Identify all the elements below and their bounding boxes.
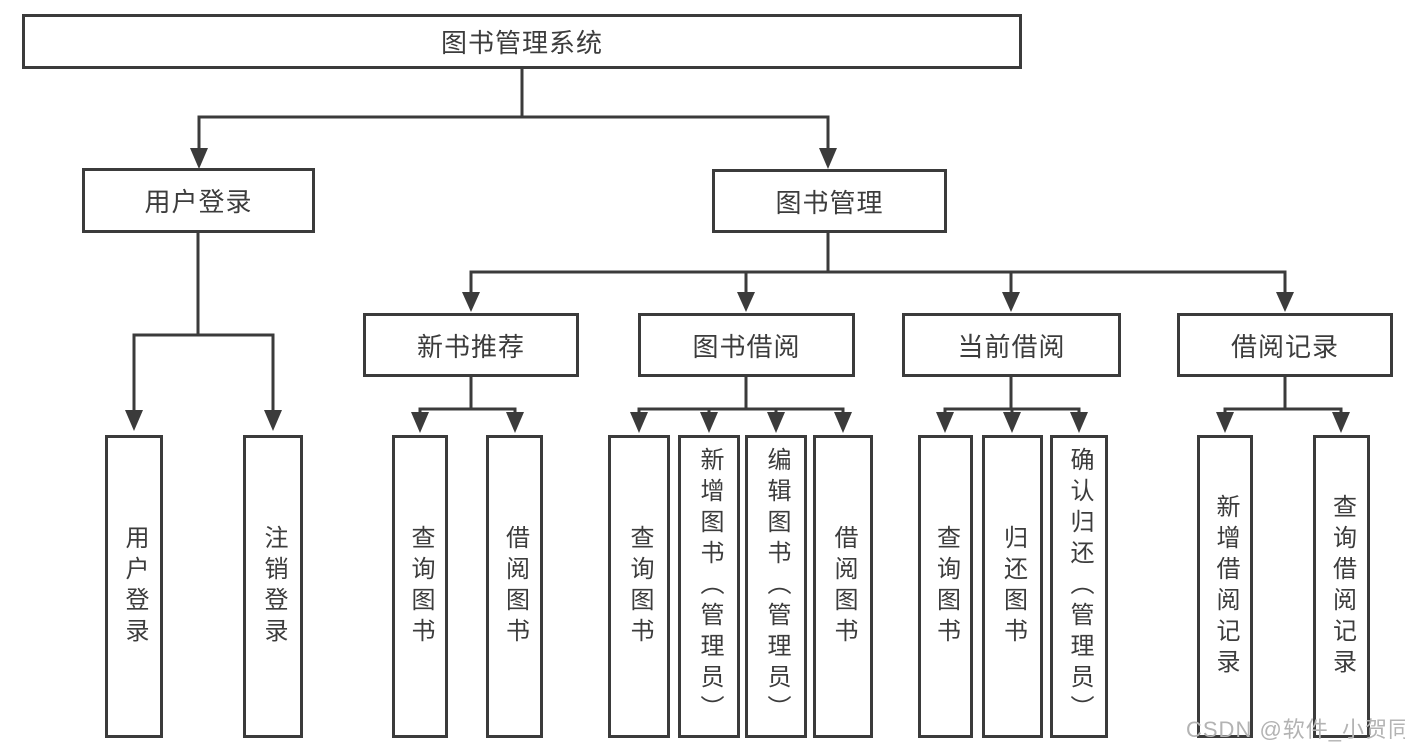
connector-borrowing-records-to-leaves bbox=[1216, 377, 1350, 433]
leaf-query-books-borrowing-label: 查询图书 bbox=[626, 524, 653, 649]
connector-user-login-to-leaves bbox=[125, 233, 282, 431]
leaf-user-login-label: 用户登录 bbox=[121, 524, 148, 649]
leaf-return-books-label: 归还图书 bbox=[999, 524, 1027, 649]
connector-new-book-recommendation-to-leaves bbox=[411, 377, 524, 433]
node-book-borrowing: 图书借阅 bbox=[638, 313, 855, 377]
leaf-user-login: 用户登录 bbox=[105, 435, 163, 738]
leaf-query-books-recommend-label: 查询图书 bbox=[407, 524, 434, 649]
leaf-query-books-current-label: 查询图书 bbox=[932, 524, 960, 649]
leaf-add-book-admin: 新增图书（管理员） bbox=[678, 435, 740, 738]
node-user-login: 用户登录 bbox=[82, 168, 315, 233]
leaf-query-books-borrowing: 查询图书 bbox=[608, 435, 670, 738]
connector-book-management-to-sections bbox=[462, 233, 1294, 312]
leaf-borrow-books-borrowing: 借阅图书 bbox=[813, 435, 873, 738]
connector-root-to-branches bbox=[190, 68, 837, 169]
connector-book-borrowing-to-leaves bbox=[630, 377, 852, 433]
leaf-query-books-recommend: 查询图书 bbox=[392, 435, 448, 738]
leaf-query-borrow-record-label: 查询借阅记录 bbox=[1328, 493, 1356, 680]
leaf-confirm-return-admin: 确认归还（管理员） bbox=[1050, 435, 1108, 738]
leaf-query-books-current: 查询图书 bbox=[918, 435, 973, 738]
node-borrowing-records: 借阅记录 bbox=[1177, 313, 1393, 377]
csdn-watermark: CSDN @软件_小贺同学 bbox=[1186, 717, 1405, 742]
node-library-management-system: 图书管理系统 bbox=[22, 14, 1022, 69]
node-current-borrowing: 当前借阅 bbox=[902, 313, 1121, 377]
leaf-edit-book-admin: 编辑图书（管理员） bbox=[745, 435, 807, 738]
leaf-borrow-books-borrowing-label: 借阅图书 bbox=[830, 524, 857, 649]
leaf-add-borrow-record: 新增借阅记录 bbox=[1197, 435, 1253, 738]
leaf-logout: 注销登录 bbox=[243, 435, 303, 738]
connector-current-borrowing-to-leaves bbox=[936, 377, 1088, 433]
node-book-management: 图书管理 bbox=[712, 169, 947, 233]
leaf-return-books: 归还图书 bbox=[982, 435, 1043, 738]
leaf-logout-label: 注销登录 bbox=[260, 524, 287, 649]
node-new-book-recommendation: 新书推荐 bbox=[363, 313, 579, 377]
leaf-query-borrow-record: 查询借阅记录 bbox=[1313, 435, 1370, 738]
leaf-add-borrow-record-label: 新增借阅记录 bbox=[1212, 493, 1239, 680]
leaf-edit-book-admin-label: 编辑图书（管理员） bbox=[763, 447, 790, 726]
leaf-add-book-admin-label: 新增图书（管理员） bbox=[696, 447, 723, 726]
leaf-borrow-books-recommend-label: 借阅图书 bbox=[501, 524, 529, 649]
leaf-borrow-books-recommend: 借阅图书 bbox=[486, 435, 543, 738]
leaf-confirm-return-admin-label: 确认归还（管理员） bbox=[1066, 447, 1093, 726]
